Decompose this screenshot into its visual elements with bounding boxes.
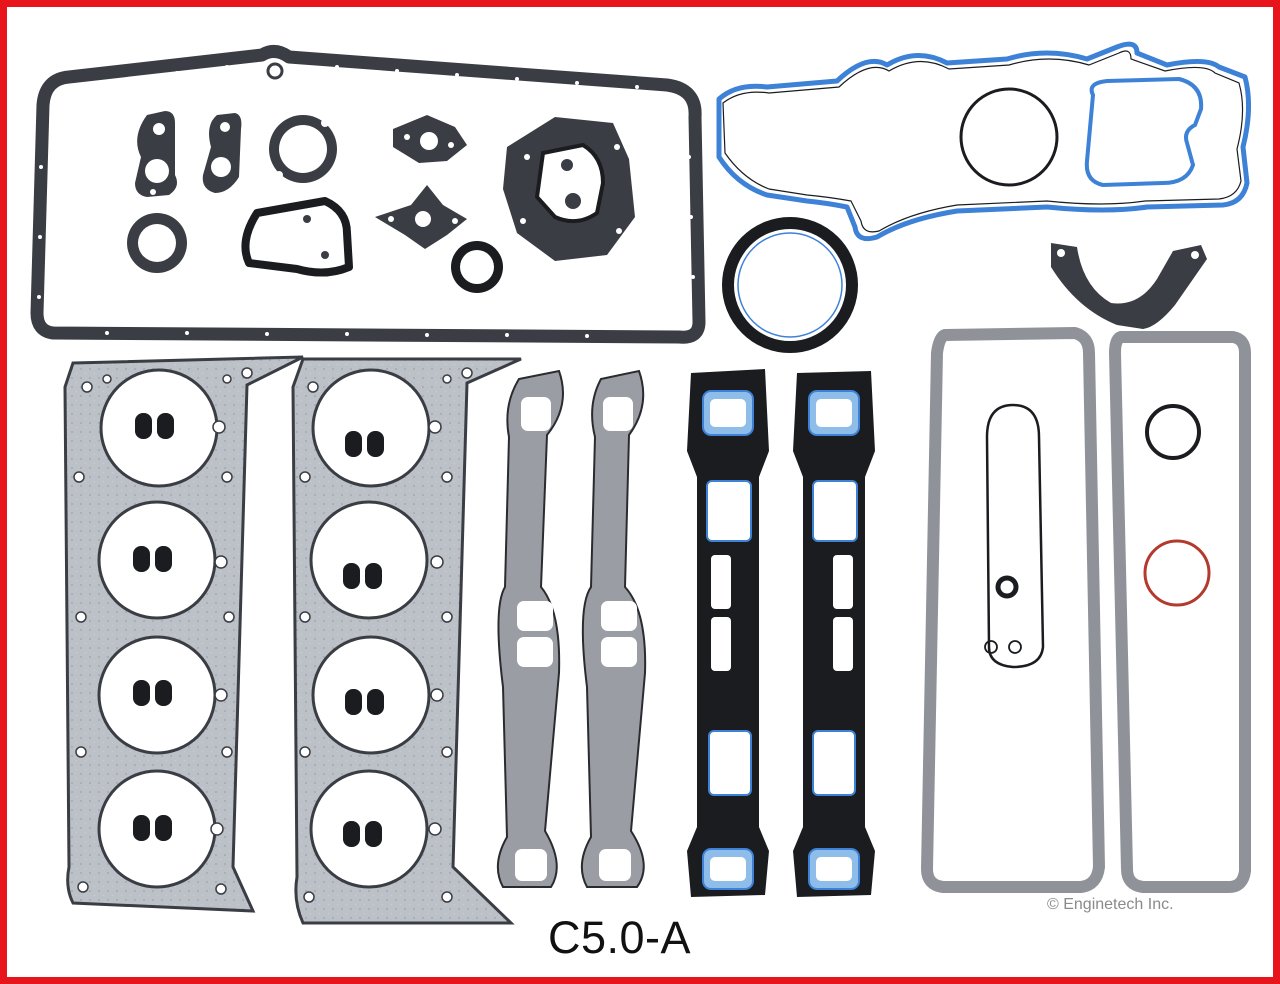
part-number-label: C5.0-A <box>548 912 692 963</box>
timing-cover-gasket <box>716 41 1252 242</box>
copyright-notice: © Enginetech Inc. <box>1047 896 1174 913</box>
exhaust-manifold-gasket-left <box>496 369 564 888</box>
head-gasket-left <box>63 355 304 913</box>
exhaust-manifold-gasket-right <box>580 369 647 888</box>
small-gaskets-group <box>127 111 635 293</box>
small-seals <box>984 575 1022 654</box>
intake-manifold-gasket-left <box>687 369 769 897</box>
valve-cover-gasket-left <box>921 327 1105 893</box>
valve-cover-gasket-right <box>1109 331 1251 893</box>
oil-pan-gasket <box>30 45 706 344</box>
gasket-set-illustration <box>30 41 1252 925</box>
intake-manifold-gasket-right <box>793 371 875 897</box>
head-gasket-right <box>291 357 522 925</box>
rear-main-seal <box>722 217 1207 353</box>
